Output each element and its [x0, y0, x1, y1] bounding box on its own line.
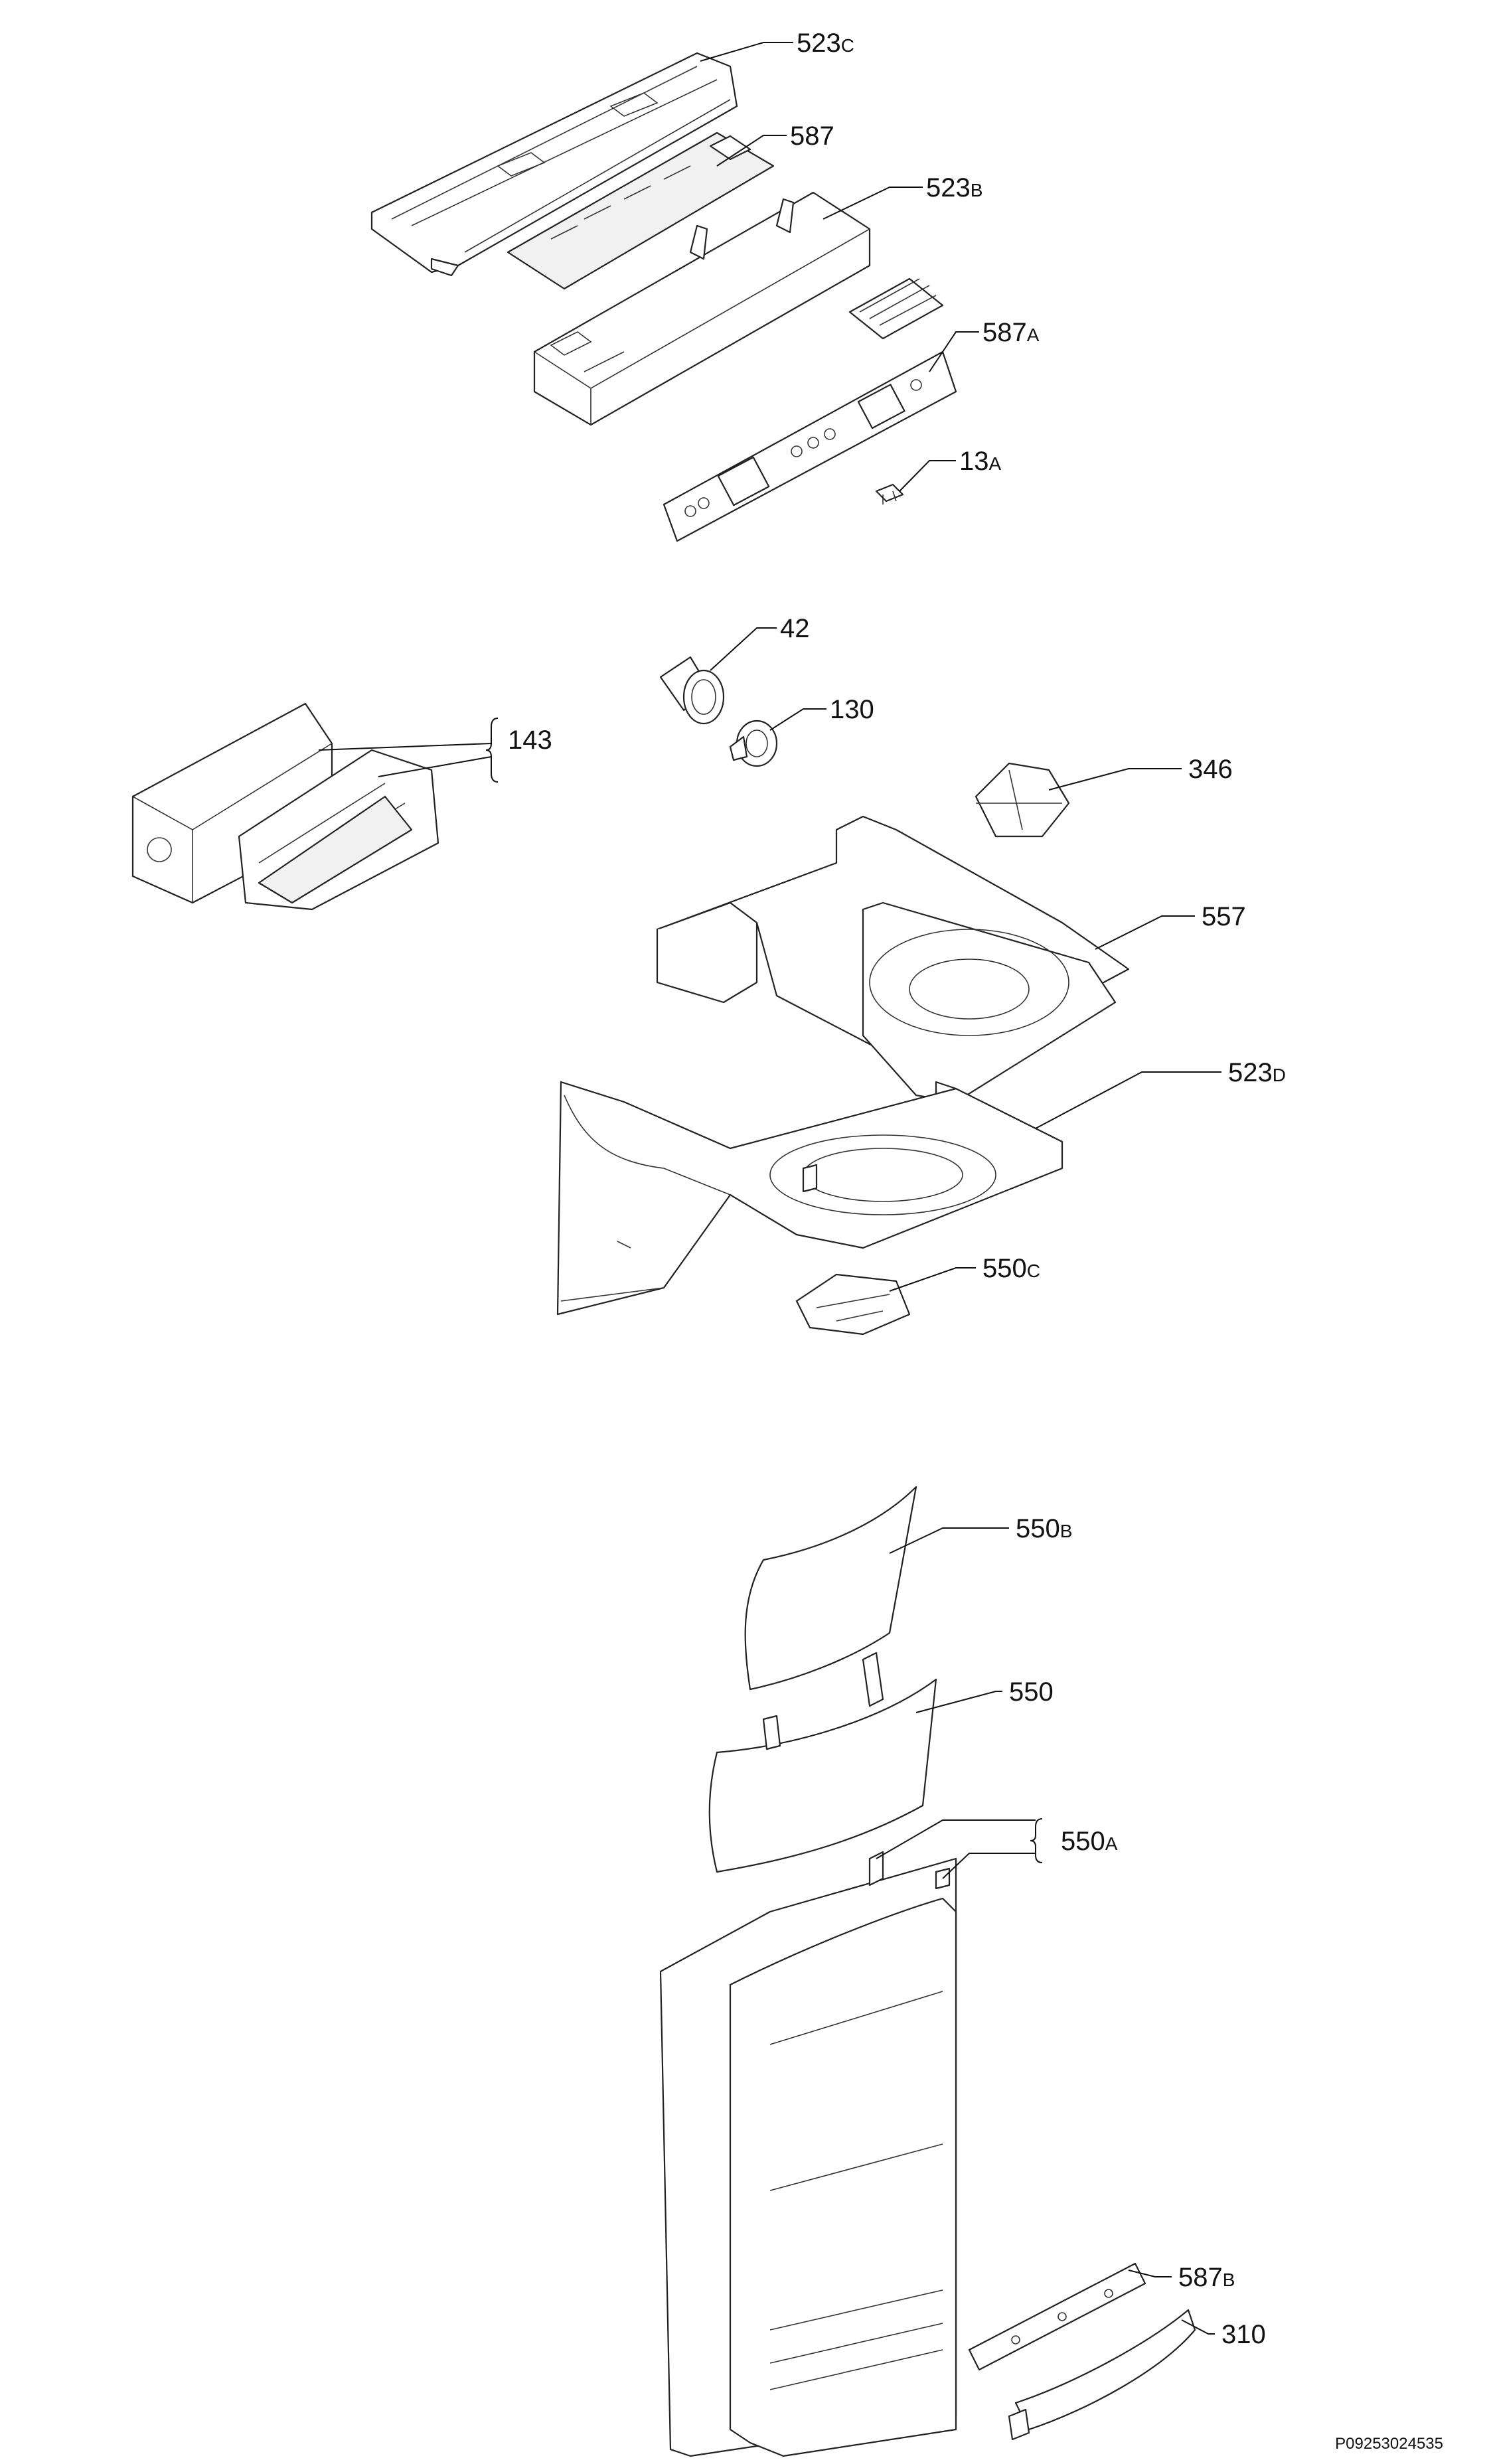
- label-130: 130: [830, 695, 874, 724]
- label-550b: 550B: [1016, 1514, 1072, 1543]
- part-523c-top-cover: [370, 52, 738, 277]
- label-557: 557: [1202, 902, 1246, 931]
- label-587b: 587B: [1178, 2263, 1235, 2292]
- part-557-dispenser-frame: [656, 815, 1130, 1103]
- label-587a: 587A: [982, 318, 1040, 347]
- part-587a-display-board: [663, 350, 957, 542]
- label-523b: 523B: [926, 173, 982, 202]
- part-346-cap: [975, 762, 1070, 838]
- part-550a-door-frame: [659, 1851, 957, 2457]
- label-523d: 523D: [1228, 1058, 1286, 1087]
- label-587: 587: [790, 121, 834, 151]
- label-550c: 550C: [982, 1254, 1040, 1283]
- part-42-lamp-holder: [659, 656, 725, 725]
- label-550a: 550A: [1061, 1827, 1118, 1856]
- part-587-circuit-board: [507, 131, 775, 290]
- label-346: 346: [1188, 755, 1233, 784]
- part-130-lamp: [729, 720, 778, 767]
- part-310-cover: [1008, 2309, 1196, 2441]
- part-523d-dispenser-base: [556, 1081, 1063, 1316]
- part-labels: 523C 587 523B 587A 13A 42 130 143 346 55…: [508, 29, 1286, 2349]
- part-143-duct-assembly: [131, 702, 439, 911]
- leader-lines: [318, 42, 1221, 2335]
- label-523c: 523C: [797, 29, 854, 58]
- document-id: P09253024535: [1335, 2435, 1443, 2453]
- label-310: 310: [1221, 2320, 1266, 2349]
- label-42: 42: [780, 614, 810, 643]
- label-550: 550: [1009, 1677, 1054, 1707]
- part-550c-cup: [795, 1273, 911, 1336]
- part-550b-panel: [744, 1486, 917, 1691]
- label-143: 143: [508, 726, 552, 755]
- part-587b-control-board: [968, 2262, 1146, 2371]
- part-550-panel: [708, 1652, 937, 1873]
- label-13a: 13A: [959, 447, 1002, 476]
- part-523b-housing: [533, 191, 944, 426]
- part-13a-clip: [875, 483, 904, 504]
